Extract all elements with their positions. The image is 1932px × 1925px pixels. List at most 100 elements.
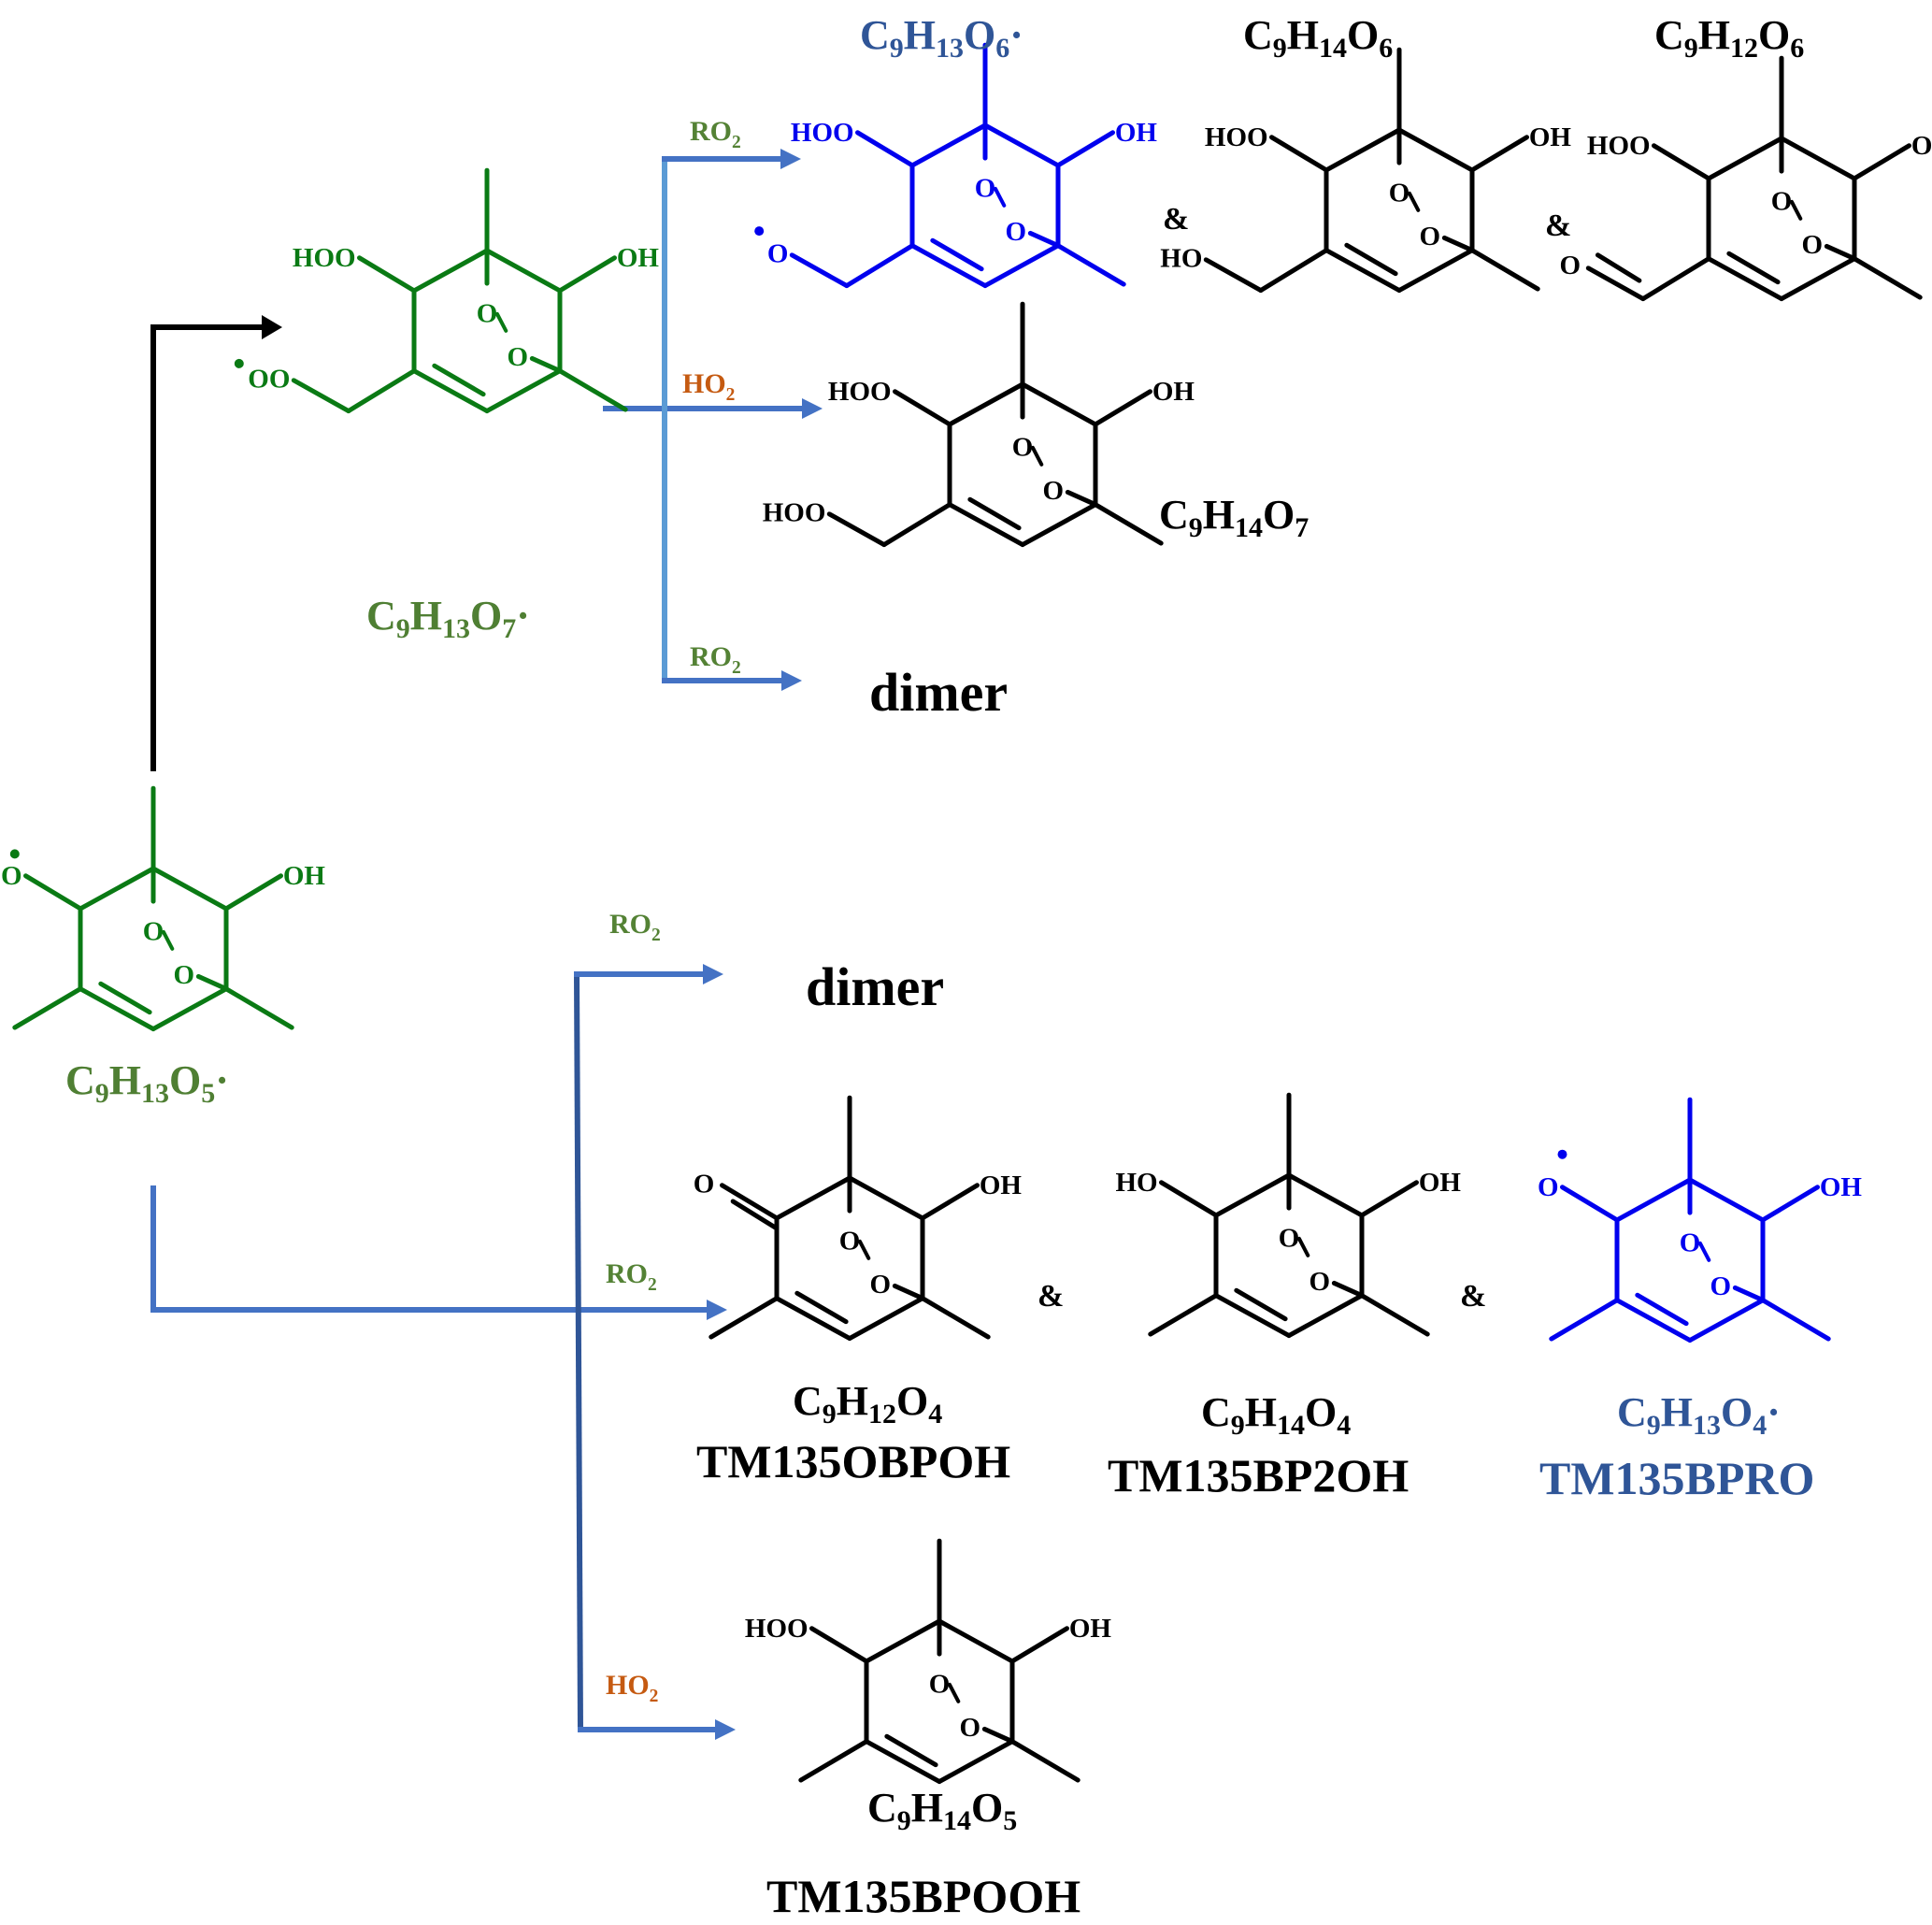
formula-subscript: 13 <box>141 1078 169 1109</box>
bond <box>23 873 83 912</box>
bridge-oxygen: O <box>1419 222 1440 251</box>
reagent-ro2-products: RO2 <box>606 1258 657 1295</box>
bond <box>1213 1172 1292 1218</box>
formula-subscript: 14 <box>943 1805 971 1836</box>
bond <box>1324 127 1402 173</box>
bond <box>1469 135 1529 173</box>
bond <box>346 368 417 414</box>
formula-subscript: 14 <box>1277 1410 1305 1441</box>
substituent-right: OH <box>1529 122 1572 152</box>
formula-alcohol-top: C9H14O6 <box>1243 12 1393 64</box>
oxygen-label: O <box>1560 251 1581 280</box>
formula-subscript: 7 <box>502 613 516 644</box>
bond <box>864 1739 942 1785</box>
bridge-oxygen: O <box>1801 230 1823 260</box>
formula-element: C <box>860 12 890 58</box>
bond <box>892 1283 925 1301</box>
bond <box>78 866 156 912</box>
formula-tm135bp2oh: C9H14O4 <box>1201 1389 1351 1441</box>
formula-subscript: 6 <box>1379 33 1393 64</box>
bond <box>1595 252 1642 283</box>
formula-element: C <box>366 593 396 639</box>
name-tm135bpooh: TM135BPOOH <box>766 1870 1080 1922</box>
bond <box>12 986 83 1030</box>
bridge-oxygen: O <box>1680 1228 1701 1257</box>
bond <box>1359 1293 1430 1337</box>
bond <box>1560 1185 1620 1223</box>
arrows <box>150 149 823 1740</box>
formula-element: O <box>971 1785 1003 1831</box>
bond <box>357 255 417 294</box>
formula-element: · <box>215 1057 229 1103</box>
substituent-right: OH <box>1069 1614 1112 1644</box>
bond <box>864 1618 942 1664</box>
bond <box>982 122 1061 168</box>
bond <box>730 1199 778 1230</box>
bridge-oxygen: O <box>1012 432 1034 462</box>
bond <box>223 873 283 912</box>
bond <box>161 929 175 951</box>
formula-element: H <box>109 1057 141 1103</box>
bridge-oxygen: O <box>1279 1223 1300 1253</box>
bridge-oxygen: O <box>1771 186 1793 216</box>
reagent-ro2-dimer-top: RO2 <box>690 641 741 678</box>
formula-element: H <box>1661 1389 1693 1435</box>
bond <box>291 378 351 414</box>
formula-subscript: 4 <box>928 1399 942 1429</box>
bond <box>1706 136 1784 181</box>
bond <box>494 311 508 333</box>
bond <box>720 1183 780 1221</box>
side-chain-label: OO <box>248 365 290 395</box>
dimer-label-top: dimer <box>869 662 1008 723</box>
bond <box>789 252 850 289</box>
substituent-right: OH <box>1152 377 1195 407</box>
bond <box>432 363 486 397</box>
bond <box>1234 1287 1288 1322</box>
substituent-right: OH <box>1419 1168 1462 1198</box>
bond <box>1706 256 1784 302</box>
formula-subscript: 13 <box>936 33 964 64</box>
formula-subscript: 9 <box>1189 512 1203 543</box>
radical-dot-icon <box>234 358 244 368</box>
bond <box>1286 1172 1365 1218</box>
bond <box>150 866 229 912</box>
bond <box>1269 135 1329 173</box>
substituent-right: OH <box>617 243 660 273</box>
bond <box>1697 1241 1711 1262</box>
bond <box>1726 251 1781 285</box>
formula-element: H <box>1287 12 1319 58</box>
dimer-label-bottom: dimer <box>806 956 944 1017</box>
bond <box>1852 256 1923 300</box>
bond <box>982 243 1061 289</box>
bond <box>1324 248 1402 294</box>
bond <box>1640 256 1711 302</box>
substituent-left: HOO <box>791 118 854 148</box>
bond <box>847 1175 925 1221</box>
formula-subscript: 9 <box>1647 1410 1661 1441</box>
formula-subscript: 5 <box>201 1078 215 1109</box>
bond <box>150 986 229 1032</box>
bond <box>930 237 984 272</box>
substituent-right: OH <box>980 1171 1023 1200</box>
formula-subscript: 9 <box>890 33 904 64</box>
arrowhead-ro2-top <box>780 149 801 169</box>
substituent-left: OO <box>0 861 22 891</box>
formula-subscript: 13 <box>442 613 470 644</box>
formula-element: O <box>1305 1389 1337 1435</box>
bridge-oxygen: O <box>1005 217 1026 247</box>
bond <box>1359 1180 1419 1218</box>
formula-subscript: 9 <box>396 613 410 644</box>
bridge-oxygen: O <box>959 1713 980 1743</box>
bond <box>947 1682 961 1703</box>
bond <box>1020 381 1098 427</box>
bond <box>937 1618 1015 1664</box>
substituent-left: HOO <box>828 377 892 407</box>
substituent-right: OH <box>1911 131 1932 161</box>
formula-subscript: 9 <box>897 1805 911 1836</box>
bond <box>1258 248 1329 294</box>
bond <box>1331 1280 1365 1299</box>
bond <box>809 1626 869 1664</box>
